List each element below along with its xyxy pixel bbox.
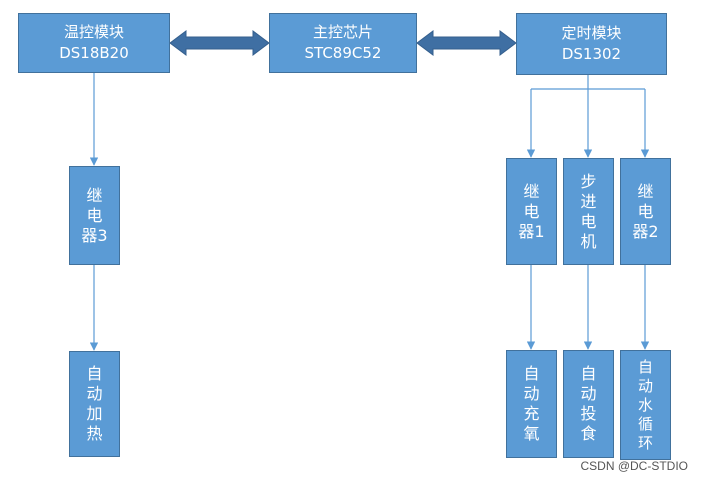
relay3-box: 继 电 器3 xyxy=(69,166,120,265)
auto-feed-label: 自 动 投 食 xyxy=(580,364,597,443)
auto-water-label: 自 动 水 循 环 xyxy=(637,357,653,452)
relay3-label: 继 电 器3 xyxy=(81,185,108,245)
relay1-box: 继 电 器1 xyxy=(506,158,557,265)
temp-module-subtitle: DS18B20 xyxy=(59,44,129,62)
main-chip-title: 主控芯片 xyxy=(312,23,373,41)
timer-module-title: 定时模块 xyxy=(561,24,622,42)
bidirectional-arrow-main-timer xyxy=(416,30,517,56)
temp-module-box: 温控模块 DS18B20 xyxy=(18,13,170,73)
auto-heat-label: 自 动 加 热 xyxy=(86,364,103,443)
relay2-box: 继 电 器2 xyxy=(620,158,671,265)
bidirectional-arrow-temp-main xyxy=(169,30,270,56)
timer-module-subtitle: DS1302 xyxy=(561,45,622,63)
auto-feed-box: 自 动 投 食 xyxy=(563,350,614,458)
main-chip-subtitle: STC89C52 xyxy=(304,44,382,62)
auto-water-box: 自 动 水 循 环 xyxy=(620,350,671,460)
main-chip-box: 主控芯片 STC89C52 xyxy=(269,13,417,73)
auto-oxygen-label: 自 动 充 氧 xyxy=(523,364,540,443)
auto-heat-box: 自 动 加 热 xyxy=(69,351,120,457)
auto-oxygen-box: 自 动 充 氧 xyxy=(506,350,557,458)
relay1-label: 继 电 器1 xyxy=(518,181,545,241)
stepper-motor-box: 步 进 电 机 xyxy=(563,158,614,265)
relay2-label: 继 电 器2 xyxy=(632,181,659,241)
temp-module-title: 温控模块 xyxy=(63,23,124,41)
timer-module-box: 定时模块 DS1302 xyxy=(516,13,667,75)
stepper-motor-label: 步 进 电 机 xyxy=(580,171,597,251)
watermark-text: CSDN @DC-STDIO xyxy=(580,459,688,473)
